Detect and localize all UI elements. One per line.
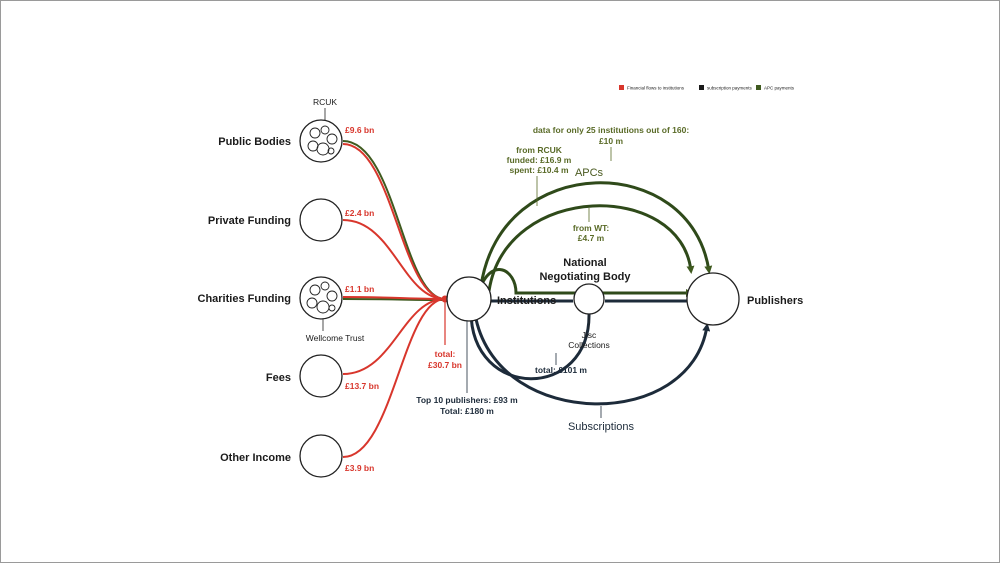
- source-circle: [299, 119, 343, 163]
- node-jisc: National Negotiating Body Jisc Collectio…: [539, 257, 631, 350]
- source-private-funding: Private Funding £2.4 bn: [208, 198, 374, 242]
- financial-flow-fees: [342, 298, 446, 375]
- subscription-arc: [474, 318, 711, 406]
- apc-arc-outer: [479, 181, 713, 287]
- source-other-income: Other Income £3.9 bn: [220, 434, 374, 478]
- legend-subscription-swatch: [699, 85, 704, 90]
- jisc-total-label: total: £101 m: [535, 365, 587, 375]
- financial-flows: [342, 143, 446, 458]
- node-institutions: Institutions: [446, 276, 556, 322]
- jisc-label-line2: Collections: [568, 340, 610, 350]
- source-fees: Fees £13.7 bn: [266, 354, 379, 398]
- legend-financial-swatch: [619, 85, 624, 90]
- subscription-flow-via-jisc: [469, 310, 591, 381]
- total-label-line1: total:: [435, 349, 456, 359]
- source-charities-funding: Wellcome Trust Charities Funding £1.1 bn: [198, 276, 374, 343]
- source-circle: [299, 354, 343, 398]
- source-sublabel: Wellcome Trust: [306, 333, 365, 343]
- financial-flow-public-bodies: [342, 143, 446, 300]
- top10-note-line2: Total: £180 m: [440, 406, 494, 416]
- jisc-label-line1: Jisc: [582, 330, 597, 340]
- source-label: Fees: [266, 372, 291, 384]
- jisc-circle: [573, 283, 605, 315]
- source-circle: [299, 198, 343, 242]
- apc-note-line1: data for only 25 institutions out of 160…: [533, 125, 689, 135]
- apc-note-line2: £10 m: [599, 136, 624, 146]
- legend-financial-label: Financial flows to institutions: [627, 86, 685, 91]
- source-label: Other Income: [220, 452, 291, 464]
- source-amount: £3.9 bn: [345, 463, 374, 473]
- financial-flow-charities: [342, 296, 446, 300]
- institutions-label: Institutions: [497, 295, 556, 307]
- nnb-label-line2: Negotiating Body: [539, 271, 631, 283]
- apcs-label: APCs: [575, 167, 604, 179]
- institutions-circle: [446, 276, 492, 322]
- source-circle: [299, 434, 343, 478]
- total-label-line2: £30.7 bn: [428, 360, 462, 370]
- source-sublabel: RCUK: [313, 97, 337, 107]
- source-label: Private Funding: [208, 215, 291, 227]
- source-amount: £9.6 bn: [345, 125, 374, 135]
- nnb-label-line1: National: [563, 257, 606, 269]
- rcuk-note-line1: from RCUK: [516, 145, 563, 155]
- node-publishers: Publishers: [686, 272, 803, 326]
- source-amount: £2.4 bn: [345, 208, 374, 218]
- legend-apc-label: APC payments: [764, 86, 795, 91]
- financial-flow-other: [342, 298, 446, 458]
- apc-flow-direct: [477, 268, 694, 297]
- wt-note-line2: £4.7 m: [578, 233, 605, 243]
- rcuk-note-line3: spent: £10.4 m: [509, 165, 568, 175]
- source-label: Public Bodies: [218, 136, 291, 148]
- legend-apc-swatch: [756, 85, 761, 90]
- top10-note-line1: Top 10 publishers: £93 m: [416, 395, 518, 405]
- apc-arc-inner: [487, 204, 695, 292]
- publishers-circle: [686, 272, 740, 326]
- legend-subscription-label: subscription payments: [707, 86, 753, 91]
- rcuk-note-line2: funded: £16.9 m: [507, 155, 572, 165]
- wt-note-line1: from WT:: [573, 223, 610, 233]
- source-amount: £13.7 bn: [345, 381, 379, 391]
- subscriptions-label: Subscriptions: [568, 421, 635, 433]
- source-label: Charities Funding: [198, 293, 292, 305]
- publishers-label: Publishers: [747, 295, 803, 307]
- legend: Financial flows to institutions subscrip…: [619, 85, 795, 91]
- source-amount: £1.1 bn: [345, 284, 374, 294]
- apc-flow-public-bodies: [342, 140, 446, 300]
- source-public-bodies: RCUK Public Bodies £9.6 bn: [218, 97, 374, 163]
- financial-flow-private: [342, 219, 446, 300]
